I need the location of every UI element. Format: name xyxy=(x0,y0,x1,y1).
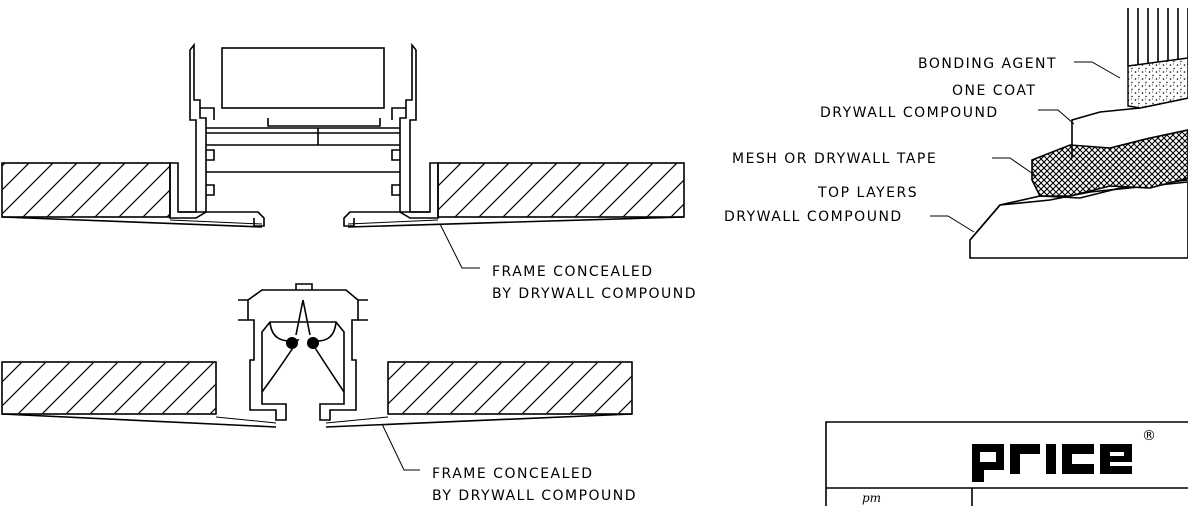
price-logo xyxy=(972,444,1132,482)
bottom-leader-line xyxy=(381,423,420,471)
signature: pm xyxy=(862,491,881,505)
bottom-left-drywall xyxy=(1,361,217,415)
top-left-drywall xyxy=(1,162,171,218)
bottom-spring-clip-right xyxy=(308,321,345,393)
top-leader-line xyxy=(439,223,480,269)
top-compound-skim xyxy=(1,216,685,228)
one-coat-label-2: DRYWALL COMPOUND xyxy=(820,105,999,121)
top-left-frame xyxy=(169,42,207,219)
bottom-right-drywall xyxy=(387,361,633,415)
bottom-left-pivot xyxy=(286,337,298,349)
bottom-callout-line2: BY DRYWALL COMPOUND xyxy=(432,488,637,504)
bottom-right-pivot xyxy=(307,337,319,349)
top-callout-line1: FRAME CONCEALED xyxy=(492,264,654,280)
one-coat-label-1: ONE COAT xyxy=(952,83,1036,99)
top-right-drywall xyxy=(437,162,685,218)
top-housing xyxy=(221,47,385,109)
registered-mark: ® xyxy=(1142,428,1156,444)
top-layers-label-1: TOP LAYERS xyxy=(817,185,918,201)
top-layers-label-2: DRYWALL COMPOUND xyxy=(724,209,903,225)
bottom-compound-skim xyxy=(1,413,633,428)
bonding-agent-layer xyxy=(1127,57,1188,109)
top-right-flange xyxy=(343,211,430,227)
bottom-frame-body xyxy=(247,289,359,421)
layer-detail: BONDING AGENT ONE COAT DRYWALL COMPOUND … xyxy=(724,8,1188,259)
stud-ribs xyxy=(1127,8,1188,66)
title-block: ® pm xyxy=(825,421,1188,506)
bottom-frame-detail: FRAME CONCEALED BY DRYWALL COMPOUND xyxy=(1,283,637,504)
mesh-tape-layer xyxy=(1031,129,1188,197)
bottom-callout-line1: FRAME CONCEALED xyxy=(432,466,594,482)
top-left-flange xyxy=(178,211,265,227)
top-frame-detail: FRAME CONCEALED BY DRYWALL COMPOUND xyxy=(1,42,697,302)
bonding-agent-label: BONDING AGENT xyxy=(918,56,1057,72)
top-right-frame xyxy=(399,42,439,219)
mesh-tape-label: MESH OR DRYWALL TAPE xyxy=(732,151,937,167)
bottom-spring-clip-left xyxy=(261,321,300,393)
top-callout-line2: BY DRYWALL COMPOUND xyxy=(492,286,697,302)
